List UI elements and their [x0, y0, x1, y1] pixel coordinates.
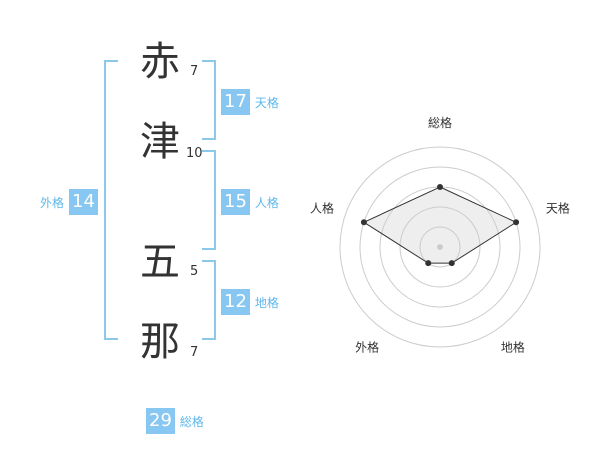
soukaku-value: 29 — [146, 408, 175, 434]
chikaku-bracket — [202, 260, 216, 340]
chikaku-label: 地格 — [254, 295, 279, 310]
tenkaku-bracket — [202, 60, 216, 140]
radar-grid-ring — [359, 166, 521, 328]
radar-axis-label: 人格 — [310, 201, 334, 216]
radar-point — [437, 184, 443, 190]
chikaku-value: 12 — [221, 289, 250, 315]
jinkaku-badge: 15 人格 — [221, 189, 279, 215]
jinkaku-bracket — [202, 150, 216, 250]
stroke-count-2: 10 — [186, 146, 203, 161]
name-char-4: 那 — [140, 319, 180, 365]
soukaku-badge: 29 総格 — [146, 408, 204, 434]
tenkaku-value: 17 — [221, 89, 250, 115]
radar-grid-ring — [419, 226, 461, 268]
radar-point — [425, 260, 432, 267]
name-char-3: 五 — [140, 239, 180, 285]
name-char-2: 津 — [140, 119, 180, 165]
radar-point — [513, 219, 520, 226]
gaikaku-badge: 外格 14 — [40, 189, 98, 215]
jinkaku-label: 人格 — [254, 195, 279, 210]
radar-axis-label: 地格 — [501, 339, 525, 354]
radar-outline — [362, 186, 518, 264]
radar-axis-label: 総格 — [428, 115, 452, 130]
jinkaku-value: 15 — [221, 189, 250, 215]
radar-point — [360, 219, 367, 226]
radar-axis-label: 外格 — [355, 339, 379, 354]
gaikaku-bracket — [104, 60, 118, 340]
tenkaku-label: 天格 — [254, 95, 279, 110]
radar-grid-ring — [399, 206, 481, 288]
radar-point — [448, 260, 455, 267]
stroke-count-3: 5 — [190, 264, 199, 279]
chikaku-badge: 12 地格 — [221, 289, 279, 315]
name-char-1: 赤 — [140, 39, 180, 85]
stroke-count-1: 7 — [190, 64, 199, 79]
soukaku-label: 総格 — [179, 414, 204, 429]
gaikaku-value: 14 — [69, 189, 98, 215]
radar-grid-ring — [339, 146, 541, 348]
radar-area — [363, 187, 517, 264]
stroke-count-4: 7 — [190, 345, 199, 360]
tenkaku-badge: 17 天格 — [221, 89, 279, 115]
radar-axis-label: 天格 — [546, 201, 570, 216]
gaikaku-label: 外格 — [40, 195, 65, 210]
radar-center-dot — [437, 244, 443, 250]
